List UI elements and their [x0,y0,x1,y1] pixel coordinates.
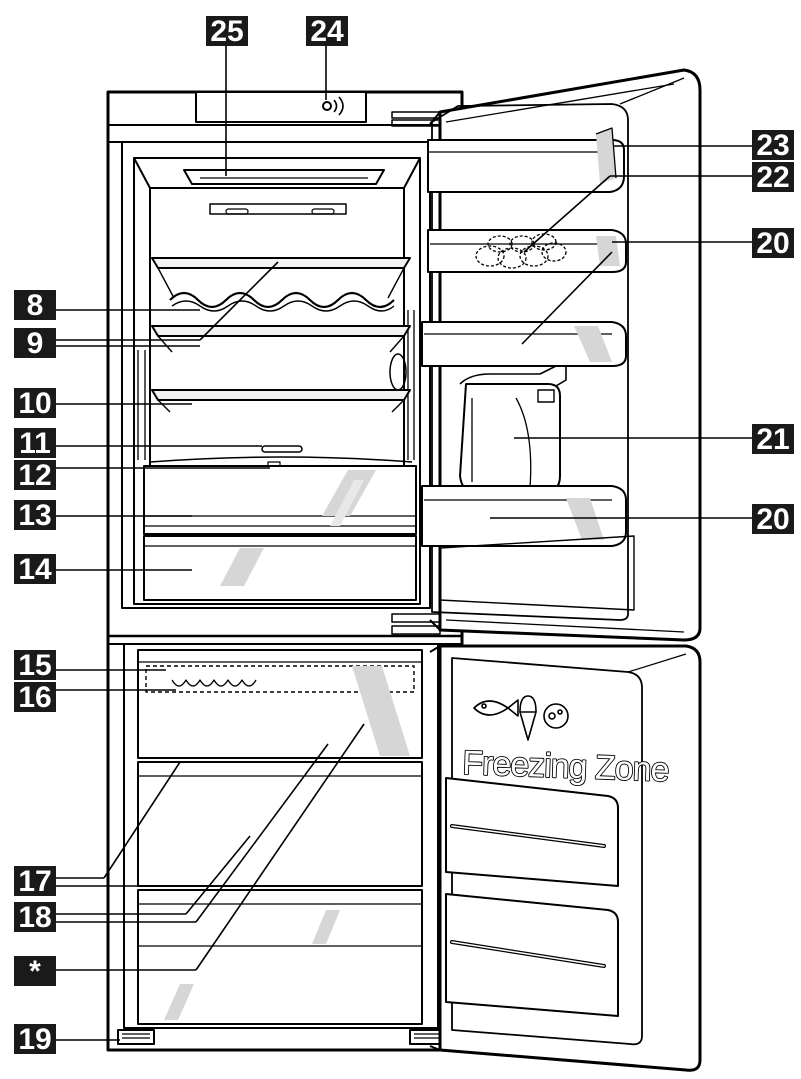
svg-text:13: 13 [18,499,51,532]
freezer-compartment [123,644,439,1029]
freezer-door-basket-lower [445,893,619,1017]
glass-shelf-1 [151,257,411,299]
callout-20-lower: 20 [752,503,794,536]
door-bin-lower [421,321,627,367]
freezer-drawer-3 [137,889,423,1025]
callout-labels: 25 24 23 22 20 21 20 8 [14,15,794,1056]
leader-lines [56,46,752,1041]
callout-10: 10 [14,387,56,420]
humidity-control [261,445,303,453]
crisper-drawer-upper [143,465,417,535]
svg-text:24: 24 [310,15,344,48]
svg-text:10: 10 [18,387,51,420]
svg-text:18: 18 [18,901,51,934]
door-bin-middle [427,229,627,273]
svg-text:22: 22 [756,161,789,194]
callout-11: 11 [14,427,56,460]
wine-rack [169,291,395,312]
fish-icon [473,699,519,717]
freezer-door-basket-upper [445,777,619,887]
callout-22: 22 [752,161,794,194]
svg-text:14: 14 [18,553,52,586]
pizza-icon [543,703,569,729]
ice-tray [145,665,415,693]
svg-text:20: 20 [756,227,789,260]
door-bin-bottom [421,485,627,547]
callout-14: 14 [14,553,56,586]
freezer-door: Freezing Zone [429,644,702,1072]
callout-15: 15 [14,649,56,682]
callout-19: 19 [14,1023,56,1056]
callout-13: 13 [14,499,56,532]
fridge-compartment [121,142,431,609]
callout-8: 8 [14,289,56,322]
egg-tray [475,233,567,269]
freezing-zone-title: Freezing Zone [462,744,670,789]
freezer-drawer-1 [137,649,423,759]
glass-shelf-3 [151,389,411,413]
svg-text:16: 16 [18,681,51,714]
svg-text:17: 17 [18,865,51,898]
ice-cream-icon [519,695,537,741]
callout-24: 24 [306,15,348,48]
svg-text:12: 12 [18,459,51,492]
svg-text:*: * [29,955,41,988]
svg-text:9: 9 [27,327,44,360]
callout-20-upper: 20 [752,227,794,260]
svg-text:8: 8 [27,289,44,322]
callout-25: 25 [206,15,248,48]
svg-text:21: 21 [756,423,789,456]
crisper-drawer-lower [143,535,417,601]
callout-18: 18 [14,901,56,934]
top-light [183,169,385,185]
svg-text:25: 25 [210,15,243,48]
svg-text:23: 23 [756,129,789,162]
glass-shelf-2 [151,325,411,353]
water-tank [459,365,567,493]
svg-text:11: 11 [19,427,51,460]
callout-9: 9 [14,327,56,360]
callout-23: 23 [752,129,794,162]
sensor-icon [322,101,332,111]
freezer-drawer-2 [137,761,423,887]
callout-17: 17 [14,865,56,898]
svg-text:19: 19 [18,1023,51,1056]
svg-text:15: 15 [18,649,51,682]
leveling-feet [117,1029,447,1045]
callout-21: 21 [752,423,794,456]
callout-asterisk: * [14,955,56,988]
callout-12: 12 [14,459,56,492]
callout-16: 16 [14,681,56,714]
fridge-door [421,68,702,642]
svg-text:20: 20 [756,503,789,536]
